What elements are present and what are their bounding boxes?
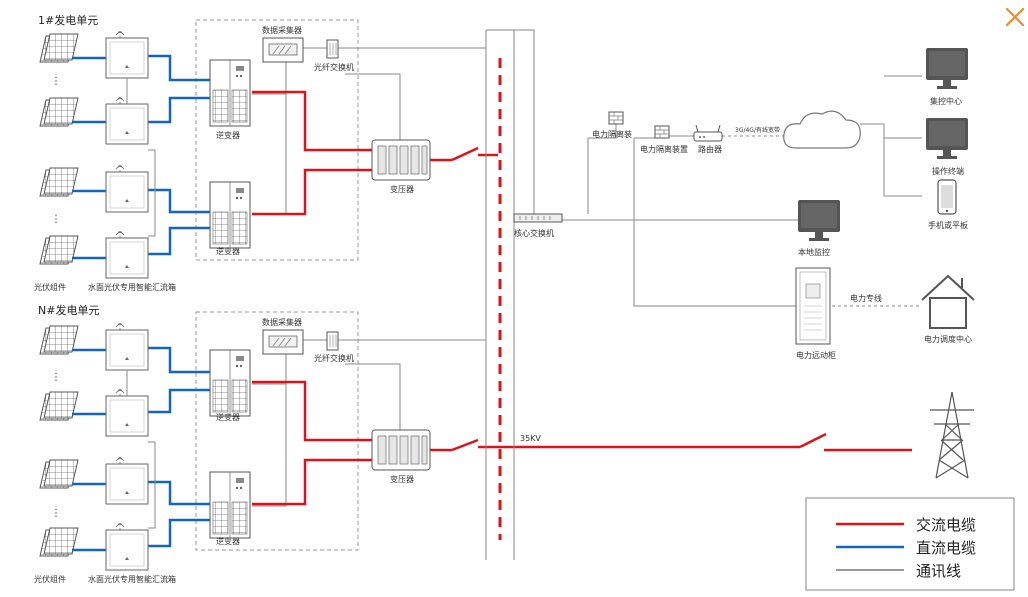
unit1-title: 1#发电单元 [38,13,98,27]
voltage-label: 35KV [520,434,541,443]
comm-lines-unit1 [126,47,486,237]
core-switch [513,213,563,223]
cloud-icon [783,110,861,149]
power-line-label: 电力专线 [850,293,882,303]
unitN-title: N#发电单元 [38,303,99,317]
pv-label-unitN: 光伏组件 [34,574,66,584]
inverter-unit1-b [209,181,251,249]
isolation-label-1: 电力隔离装 [592,129,632,139]
close-icon[interactable] [1004,6,1026,28]
legend-dc-label: 直流电缆 [916,539,976,557]
mobile-tablet-icon [937,179,957,215]
operation-terminal-label: 操作终端 [932,166,964,176]
inverter-unitN-a [209,349,251,417]
inverter-label-unitN-b: 逆变器 [216,536,240,546]
isolation-label-2: 电力隔离装置 [640,144,688,154]
network-label: 3G/4G/有线宽带 [735,126,780,134]
legend-ac-label: 交流电缆 [916,516,976,534]
local-monitor-icon [798,200,840,241]
combiner-label-unit1: 水面光伏专用智能汇流箱 [88,282,176,292]
svg-text:⋮: ⋮ [51,508,61,519]
fiber-switch-label-unit1: 光纤交换机 [314,62,354,72]
router-label: 路由器 [698,144,722,154]
remote-cabinet-icon [795,267,831,345]
combiners-unit1 [105,31,149,279]
dispatch-center-label: 电力调度中心 [924,334,972,344]
svg-text:⋮: ⋮ [51,372,61,383]
unit1-cabinet-box [195,19,359,261]
isolation-device-1 [608,111,624,125]
isolation-device-2 [654,125,670,139]
data-collector-unitN [262,329,304,355]
core-switch-label: 核心交换机 [514,228,554,238]
mobile-tablet-label: 手机或平板 [928,220,968,230]
svg-text:⋮: ⋮ [51,76,61,87]
comm-backbone [485,29,922,560]
inverter-unit1-a [209,59,251,127]
fiber-switch-unitN [326,331,339,351]
transformer-label-unitN: 变压器 [390,474,414,484]
comm-lines-unitN [126,339,486,529]
pv-label-unit1: 光伏组件 [34,282,66,292]
transmission-tower-icon [930,391,974,479]
ac-cables-unitN [252,380,912,506]
data-collector-label-unit1: 数据采集器 [262,25,302,35]
data-collector-label-unitN: 数据采集器 [262,317,302,327]
legend-comm-label: 通讯线 [916,562,961,580]
pv-panels-unit1: ⋮ ⋮ [39,33,79,265]
inverter-unitN-b [209,471,251,539]
inverter-label-unit1-a: 逆变器 [216,130,240,140]
dc-cables-unitN [72,346,210,552]
dc-cables-unit1 [72,54,210,260]
operation-terminal-icon [926,118,968,159]
control-center-label: 集控中心 [930,96,962,106]
pv-panels-unitN: ⋮ ⋮ [39,325,79,557]
data-collector-unit1 [262,37,304,63]
router-icon [693,124,723,142]
dispatch-center-icon [921,274,975,329]
control-center-icon [926,48,968,89]
ac-cables-unit1 [252,90,498,216]
transformer-unitN [371,429,431,471]
combiners-unitN [105,323,149,571]
svg-text:⋮: ⋮ [51,214,61,225]
legend: 交流电缆 直流电缆 通讯线 [805,497,1015,591]
local-monitor-label: 本地监控 [798,247,830,257]
unitN-cabinet-box [195,311,359,551]
transformer-unit1 [371,139,431,181]
transformer-label-unit1: 变压器 [390,184,414,194]
remote-cabinet-label: 电力远动柜 [796,350,836,360]
inverter-label-unit1-b: 逆变器 [216,246,240,256]
fiber-switch-label-unitN: 光纤交换机 [314,353,354,363]
combiner-label-unitN: 水面光伏专用智能汇流箱 [88,574,176,584]
fiber-switch-unit1 [326,39,339,59]
inverter-label-unitN-a: 逆变器 [216,412,240,422]
